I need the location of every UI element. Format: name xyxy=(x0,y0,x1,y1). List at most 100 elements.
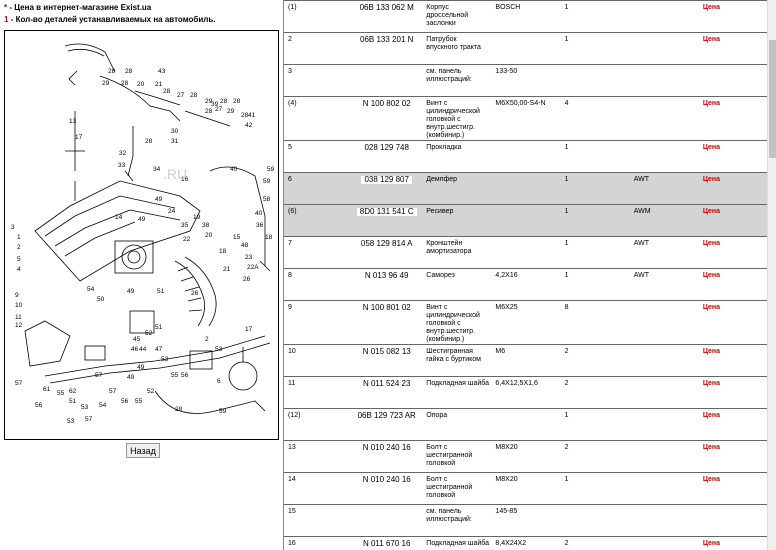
part-number[interactable]: N 011 670 16 xyxy=(353,536,423,550)
diagram-callout-label[interactable]: 3 xyxy=(11,224,15,231)
price-link[interactable]: Цена xyxy=(698,0,767,33)
diagram-callout-label[interactable]: 40 xyxy=(230,166,238,173)
price-link[interactable]: Цена xyxy=(698,96,767,141)
diagram-callout-label[interactable]: 49 xyxy=(127,374,135,381)
price-link[interactable]: Цена xyxy=(698,204,767,237)
diagram-callout-label[interactable]: 26 xyxy=(243,276,251,283)
diagram-callout-label[interactable]: 51 xyxy=(155,324,163,331)
diagram-callout-label[interactable]: 21 xyxy=(223,266,231,273)
diagram-callout-label[interactable]: 54 xyxy=(99,402,107,409)
diagram-callout-label[interactable]: 34 xyxy=(153,166,161,173)
diagram-callout-label[interactable]: 53 xyxy=(81,404,89,411)
diagram-callout-label[interactable]: 12 xyxy=(15,322,23,329)
diagram-callout-label[interactable]: 15 xyxy=(233,234,241,241)
diagram-callout-label[interactable]: 57 xyxy=(85,416,93,423)
diagram-callout-label[interactable]: 28 xyxy=(220,98,228,105)
price-link[interactable]: Цена xyxy=(698,472,767,505)
diagram-callout-label[interactable]: 24 xyxy=(168,208,176,215)
diagram-callout-label[interactable]: 55 xyxy=(57,390,65,397)
diagram-callout-label[interactable]: 27 xyxy=(177,92,185,99)
diagram-callout-label[interactable]: 9 xyxy=(15,292,19,299)
diagram-callout-label[interactable]: 53 xyxy=(215,346,223,353)
part-number[interactable]: 038 129 807 xyxy=(353,172,423,205)
diagram-callout-label[interactable]: 55 xyxy=(135,398,143,405)
diagram-callout-label[interactable]: 59 xyxy=(263,178,271,185)
diagram-callout-label[interactable]: 13 xyxy=(69,118,77,125)
diagram-callout-label[interactable]: 58 xyxy=(263,196,271,203)
diagram-callout-label[interactable]: 20 xyxy=(205,232,213,239)
price-link[interactable]: Цена xyxy=(698,344,767,377)
part-number[interactable]: N 011 524 23 xyxy=(353,376,423,409)
diagram-callout-label[interactable]: 39 xyxy=(211,101,219,108)
diagram-callout-label[interactable]: 59 xyxy=(219,408,227,415)
diagram-callout-label[interactable]: 17 xyxy=(75,134,83,141)
diagram-callout-label[interactable]: 20 xyxy=(137,81,145,88)
diagram-callout-label[interactable]: 2 xyxy=(205,336,209,343)
diagram-callout-label[interactable]: 35 xyxy=(181,222,189,229)
diagram-callout-label[interactable]: 55 xyxy=(171,372,179,379)
part-number[interactable]: N 013 96 49 xyxy=(353,268,423,301)
part-number[interactable] xyxy=(353,64,423,97)
diagram-callout-label[interactable]: 33 xyxy=(118,162,126,169)
diagram-callout-label[interactable]: 18 xyxy=(219,248,227,255)
diagram-callout-label[interactable]: 41 xyxy=(248,112,256,119)
diagram-callout-label[interactable]: 29 xyxy=(205,98,213,105)
diagram-callout-label[interactable]: 28 xyxy=(145,138,153,145)
diagram-callout-label[interactable]: 28 xyxy=(163,88,171,95)
scrollbar-thumb[interactable] xyxy=(769,40,776,158)
diagram-callout-label[interactable]: 54 xyxy=(87,286,95,293)
diagram-callout-label[interactable]: 21 xyxy=(155,81,163,88)
price-link[interactable]: Цена xyxy=(698,536,767,550)
diagram-callout-label[interactable]: 28 xyxy=(121,80,129,87)
diagram-callout-label[interactable]: 52 xyxy=(145,330,153,337)
price-link[interactable] xyxy=(698,504,767,537)
diagram-callout-label[interactable]: 28 xyxy=(175,406,183,413)
price-link[interactable]: Цена xyxy=(698,440,767,473)
back-button[interactable]: Назад xyxy=(126,443,160,458)
diagram-callout-label[interactable]: 49 xyxy=(137,364,145,371)
price-link[interactable]: Цена xyxy=(698,172,767,205)
price-link[interactable]: Цена xyxy=(698,300,767,345)
price-link[interactable]: Цена xyxy=(698,268,767,301)
diagram-callout-label[interactable]: 62 xyxy=(69,388,77,395)
diagram-callout-label[interactable]: 48 xyxy=(241,242,249,249)
diagram-callout-label[interactable]: 30 xyxy=(171,128,179,135)
diagram-callout-label[interactable]: 26 xyxy=(191,290,199,297)
diagram-callout-label[interactable]: 59 xyxy=(267,166,275,173)
diagram-callout-label[interactable]: 10 xyxy=(15,302,23,309)
part-number[interactable]: 028 129 748 xyxy=(353,140,423,173)
diagram-callout-label[interactable]: 56 xyxy=(35,402,43,409)
diagram-callout-label[interactable]: 6 xyxy=(217,378,221,385)
part-number[interactable]: 8D0 131 541 C xyxy=(353,204,423,237)
diagram-callout-label[interactable]: 56 xyxy=(181,372,189,379)
diagram-callout-label[interactable]: 5 xyxy=(17,256,21,263)
diagram-callout-label[interactable]: 51 xyxy=(157,288,165,295)
diagram-callout-label[interactable]: 17 xyxy=(245,326,253,333)
part-number[interactable]: N 015 082 13 xyxy=(353,344,423,377)
diagram-callout-label[interactable]: 49 xyxy=(155,196,163,203)
diagram-callout-label[interactable]: 22A xyxy=(247,264,259,271)
part-number[interactable]: N 010 240 16 xyxy=(353,440,423,473)
price-link[interactable]: Цена xyxy=(698,32,767,65)
part-number[interactable]: 058 129 814 A xyxy=(353,236,423,269)
diagram-callout-label[interactable]: 57 xyxy=(15,380,23,387)
diagram-callout-label[interactable]: 22 xyxy=(183,236,191,243)
price-link[interactable]: Цена xyxy=(698,236,767,269)
diagram-callout-label[interactable]: 27 xyxy=(215,106,223,113)
part-number[interactable]: N 100 801 02 xyxy=(353,300,423,345)
diagram-callout-label[interactable]: 45 xyxy=(133,336,141,343)
diagram-callout-label[interactable]: 28 xyxy=(190,92,198,99)
diagram-callout-label[interactable]: 43 xyxy=(158,68,166,75)
